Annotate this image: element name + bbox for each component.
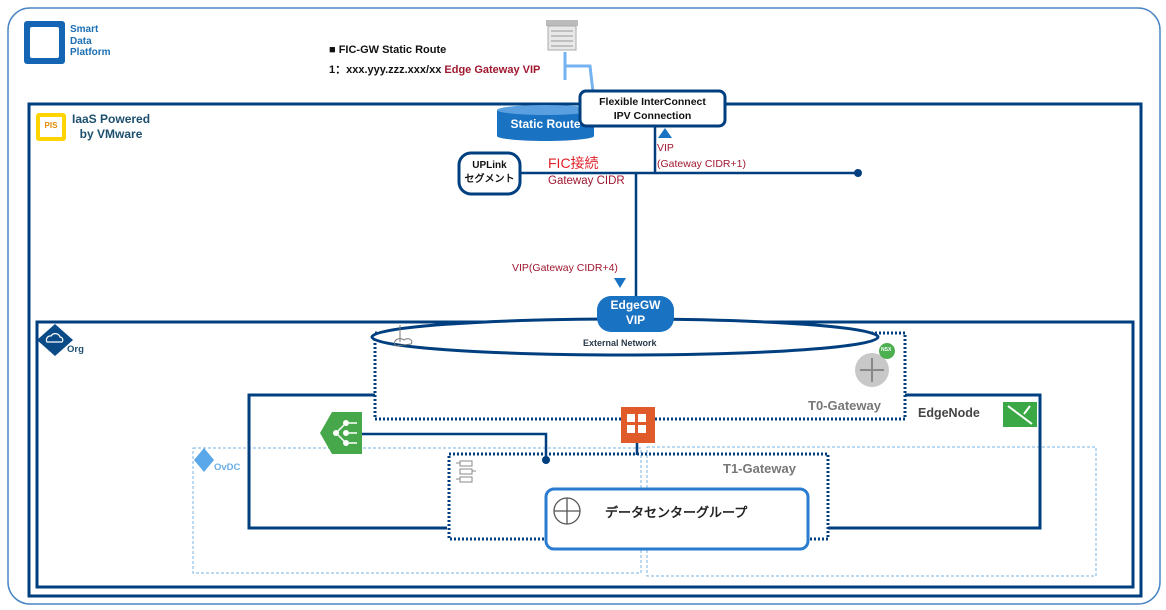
pis-icon (36, 113, 66, 141)
vip-edge-label: VIP(Gateway CIDR+4) (512, 262, 618, 274)
static-route-label: Static Route (510, 117, 581, 131)
logo-line: Smart (70, 24, 99, 35)
vip-top-label: VIP (Gateway CIDR+1) (657, 140, 746, 172)
route-entry-target: Edge Gateway VIP (444, 64, 541, 76)
route-note-entry: 1：xxx.yyy.zzz.xxx/xx Edge Gateway VIP (329, 61, 540, 77)
edge-node-label: EdgeNode (918, 406, 980, 420)
external-network-icon (394, 325, 413, 347)
ovdc-icon (194, 448, 214, 472)
iaas-title-line: by VMware (79, 127, 143, 141)
t1-gateway-label: T1-Gateway (723, 461, 796, 476)
vip-edge-arrow-icon (614, 278, 626, 288)
fic-connection-box (578, 89, 727, 128)
org-label: Org (67, 344, 84, 355)
iaas-title: IaaS Powered by VMware (72, 112, 150, 142)
uplink-segment-label: UPLink セグメント (459, 159, 520, 187)
logo-line: Data (70, 35, 92, 47)
external-network-label: External Network (583, 338, 657, 348)
edgegw-line: EdgeGW (610, 298, 661, 312)
outer-frame (7, 7, 1161, 605)
logo-line: Platform (70, 47, 111, 58)
edgegw-line: VIP (625, 313, 646, 327)
nsx-router-icon (855, 343, 895, 387)
fic-connection-label: Flexible InterConnect IPV Connection (580, 95, 725, 123)
edge-node-icon (1003, 402, 1037, 427)
ovdc-label: OvDC (214, 462, 241, 473)
vip-top-line: VIP (657, 142, 674, 154)
crosshair-icon (553, 497, 581, 525)
uplink-line: UPLink (472, 160, 507, 171)
load-balancer-icon (320, 412, 362, 454)
fic-router-icon (546, 20, 578, 51)
logo-text: Smart Data Platform (70, 24, 111, 59)
edgegw-vip-pill (597, 296, 674, 332)
fic-link-line (563, 52, 595, 93)
gateway-cidr-text: Gateway CIDR (548, 175, 625, 187)
iaas-title-line: IaaS Powered (72, 112, 151, 126)
route-note-title: ■ FIC-GW Static Route (329, 44, 447, 56)
edgegw-vip-label: EdgeGW VIP (597, 298, 674, 328)
vip-arrow-icon (658, 128, 672, 138)
org-cloud-icon (37, 324, 73, 356)
fic-box-line: IPV Connection (613, 110, 692, 122)
pis-badge: PIS (44, 121, 58, 130)
uplink-line: セグメント (464, 174, 515, 185)
edge-node-frame-left (247, 393, 447, 530)
smart-data-platform-logo-icon (24, 21, 65, 64)
fic-box-line: Flexible InterConnect (599, 96, 706, 108)
uplink-segment-box (457, 151, 522, 196)
nsx-badge: NSX (881, 347, 892, 353)
vip-top-line: (Gateway CIDR+1) (657, 158, 746, 170)
static-route-cylinder-icon (497, 105, 594, 141)
t0-gateway-label: T0-Gateway (808, 398, 881, 413)
route-entry-prefix: 1：xxx.yyy.zzz.xxx/xx (329, 64, 442, 76)
segment-stack-icon (456, 460, 476, 483)
datacenter-group-box (544, 487, 810, 551)
firewall-icon (621, 407, 655, 443)
edge-node-frame-right (828, 393, 1042, 530)
fic-connection-text: FIC接続 (548, 155, 599, 171)
datacenter-group-label: データセンターグループ (605, 505, 748, 520)
